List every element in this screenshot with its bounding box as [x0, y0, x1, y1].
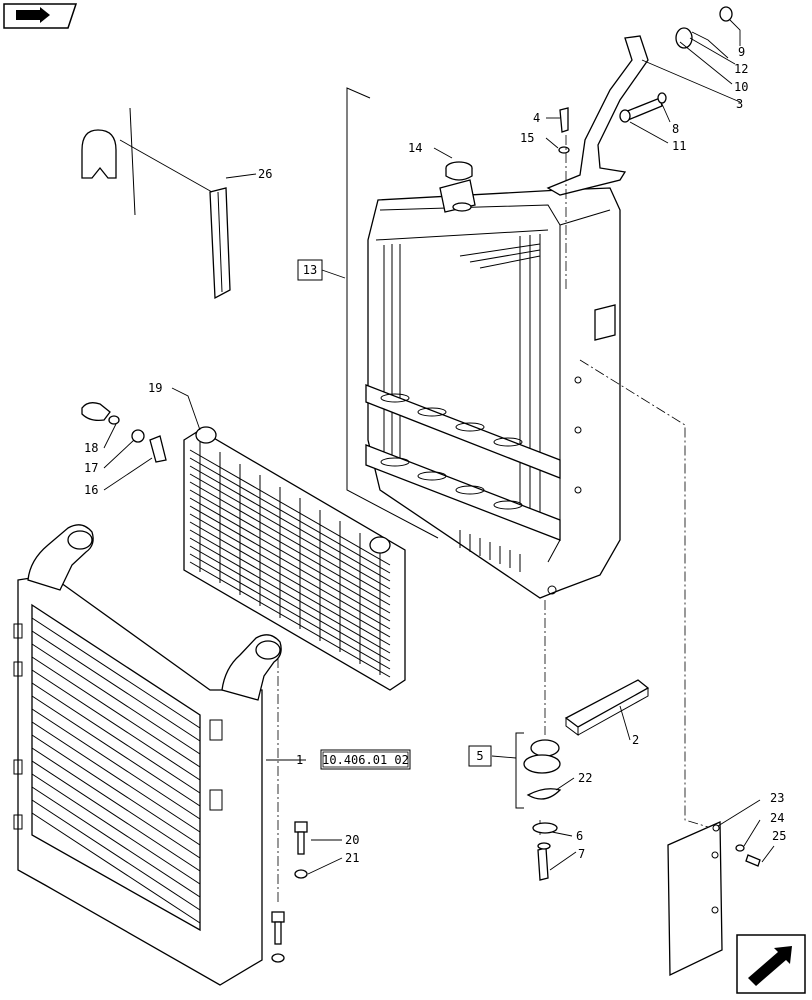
alignment-lines [277, 135, 719, 905]
seal-pad [564, 679, 650, 736]
oil-cooler [183, 426, 406, 691]
drain-valve-group [515, 732, 562, 881]
callout-24: 24 [770, 811, 784, 825]
callout-14: 14 [408, 141, 422, 155]
upper-bracket [546, 6, 733, 196]
reference-link-box[interactable]: 10.406.01 02 [320, 749, 411, 770]
callout-23: 23 [770, 791, 784, 805]
baffle-plate [667, 821, 761, 977]
callout-16: 16 [84, 483, 98, 497]
callout-1: 1 [296, 753, 303, 767]
assembly-box-13[interactable]: 13 [297, 259, 323, 281]
svg-text:5: 5 [476, 749, 483, 763]
callout-9: 9 [738, 45, 745, 59]
callout-18: 18 [84, 441, 98, 455]
callout-4: 4 [533, 111, 540, 125]
callout-numbers: 9 12 10 3 8 11 4 15 14 26 19 18 17 16 1 … [84, 45, 786, 865]
callout-2: 2 [632, 733, 639, 747]
callout-20: 20 [345, 833, 359, 847]
back-arrow-icon [16, 7, 50, 23]
callout-15: 15 [520, 131, 534, 145]
callout-17: 17 [84, 461, 98, 475]
next-arrow-icon [748, 946, 792, 986]
callout-22: 22 [578, 771, 592, 785]
svg-text:10.406.01 02: 10.406.01 02 [322, 753, 409, 767]
back-arrow-button[interactable] [3, 3, 78, 29]
intercooler [13, 524, 282, 986]
callout-21: 21 [345, 851, 359, 865]
clip-fittings [81, 402, 167, 463]
callout-26: 26 [258, 167, 272, 181]
next-arrow-button[interactable] [736, 934, 806, 994]
callout-11: 11 [672, 139, 686, 153]
callout-6: 6 [576, 829, 583, 843]
filler-cap [445, 161, 473, 181]
bolts-lower [271, 821, 308, 963]
callout-10: 10 [734, 80, 748, 94]
callout-25: 25 [772, 829, 786, 843]
callout-8: 8 [672, 122, 679, 136]
callout-7: 7 [578, 847, 585, 861]
callout-19: 19 [148, 381, 162, 395]
svg-text:13: 13 [303, 263, 317, 277]
edge-protector [81, 107, 231, 300]
assembly-box-5[interactable]: 5 [468, 745, 492, 767]
radiator-assembly [346, 87, 621, 599]
callout-3: 3 [736, 97, 743, 111]
leader-lines [103, 19, 775, 875]
callout-12: 12 [734, 62, 748, 76]
